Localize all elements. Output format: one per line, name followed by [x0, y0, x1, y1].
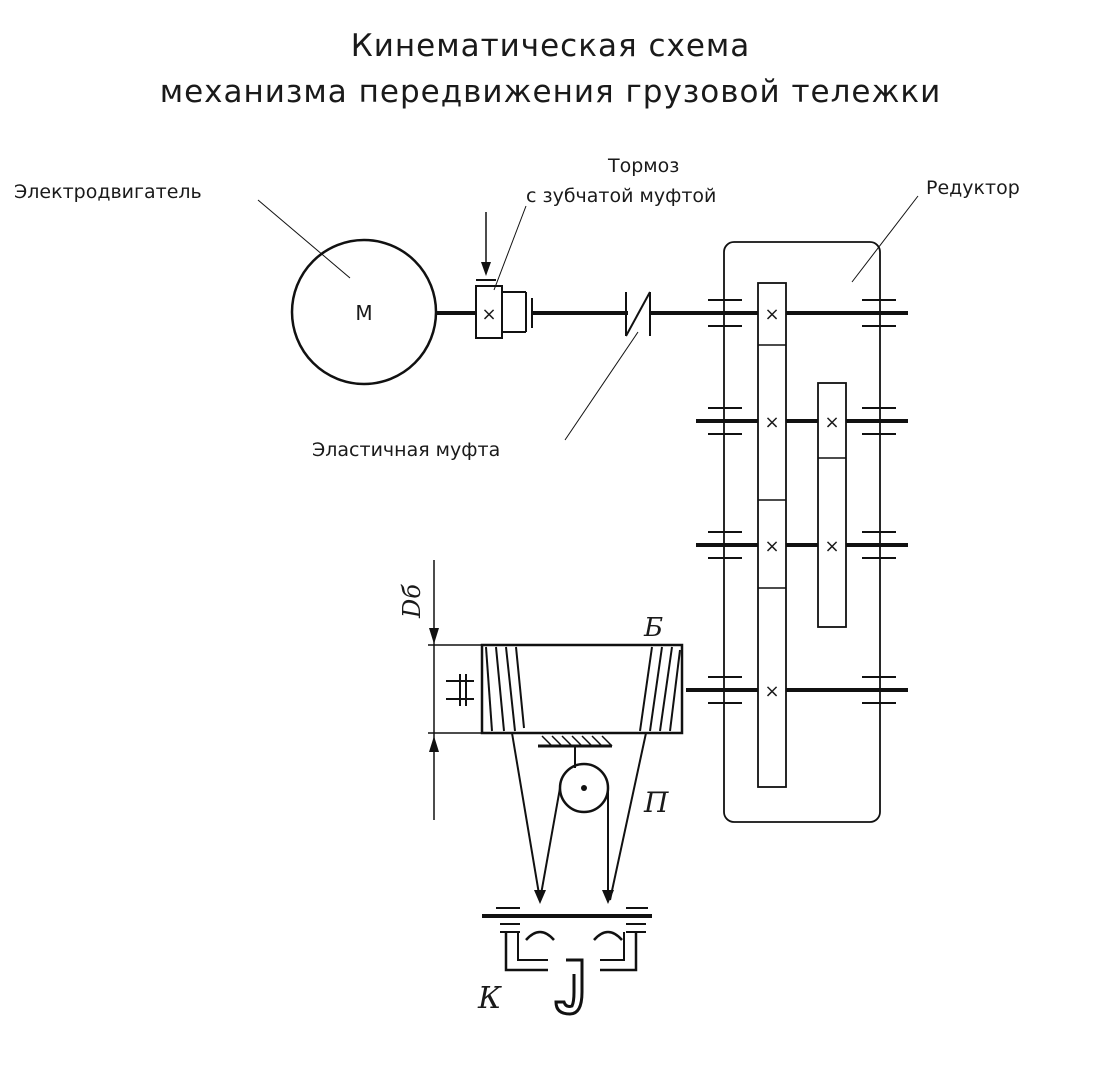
electric-motor: М: [290, 238, 438, 386]
brake-label-line-1: Тормоз: [607, 155, 679, 177]
hook-label: К: [477, 981, 502, 1016]
hoist-ropes: [511, 732, 647, 904]
motor-symbol: М: [355, 301, 372, 325]
drum-diameter-dimension: [428, 560, 682, 820]
drum-label: Б: [643, 613, 663, 643]
gear-mark-6: ×: [764, 681, 779, 702]
gear-mark-4: ×: [764, 536, 779, 557]
brake-with-gear-coupling: ×: [475, 212, 533, 339]
gear-mark-5: ×: [824, 536, 839, 557]
rope-drum: [446, 643, 684, 735]
elastic-coupling: [625, 291, 651, 337]
pulley: [538, 735, 613, 814]
motor-label: Электродвигатель: [14, 181, 202, 203]
gear-mark-3: ×: [824, 412, 839, 433]
drum-diameter-label: Dб: [398, 584, 426, 619]
elastic-coupling-label: Эластичная муфта: [312, 439, 500, 461]
diagram-title-line-2: механизма передвижения грузовой тележки: [159, 74, 942, 110]
brake-label-line-2: с зубчатой муфтой: [526, 185, 716, 207]
reducer-label: Редуктор: [926, 177, 1020, 199]
brake-gear-mark: ×: [481, 304, 496, 325]
diagram-title-line-1: Кинематическая схема: [350, 28, 751, 64]
gear-mark-1: ×: [764, 304, 779, 325]
gear-mark-2: ×: [764, 412, 779, 433]
reducer: × × × × × ×: [686, 241, 908, 823]
pulley-label: П: [643, 786, 669, 819]
hook-block: [482, 907, 652, 1016]
